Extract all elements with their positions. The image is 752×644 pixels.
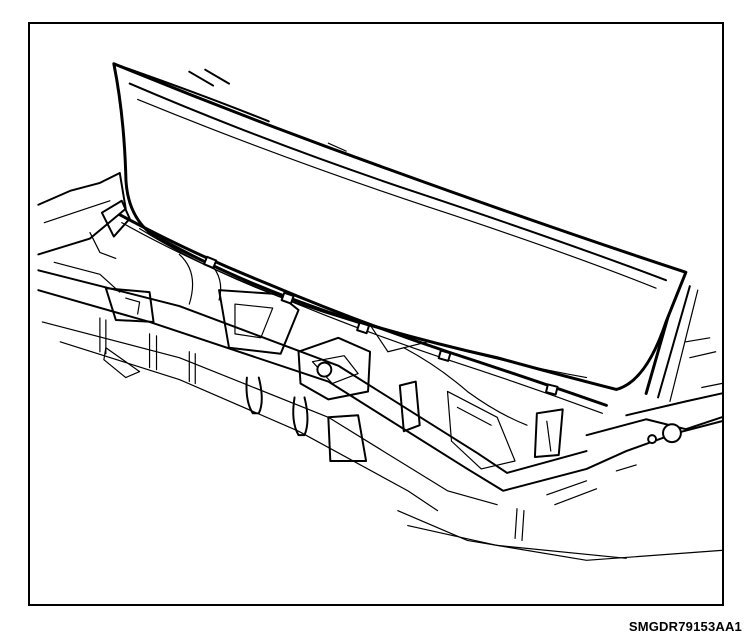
right-fender-apron [585,280,722,445]
cowl-crossmember [37,269,722,561]
left-fender-apron [37,171,155,379]
figure-id-label: SMGDR79153AA1 [628,619,742,634]
cowl-seal-strip [118,213,608,414]
illustration-frame [28,22,724,606]
cowl-panel-illustration [37,62,722,561]
cowl-plenum [178,253,564,470]
hood-panel [112,62,688,391]
